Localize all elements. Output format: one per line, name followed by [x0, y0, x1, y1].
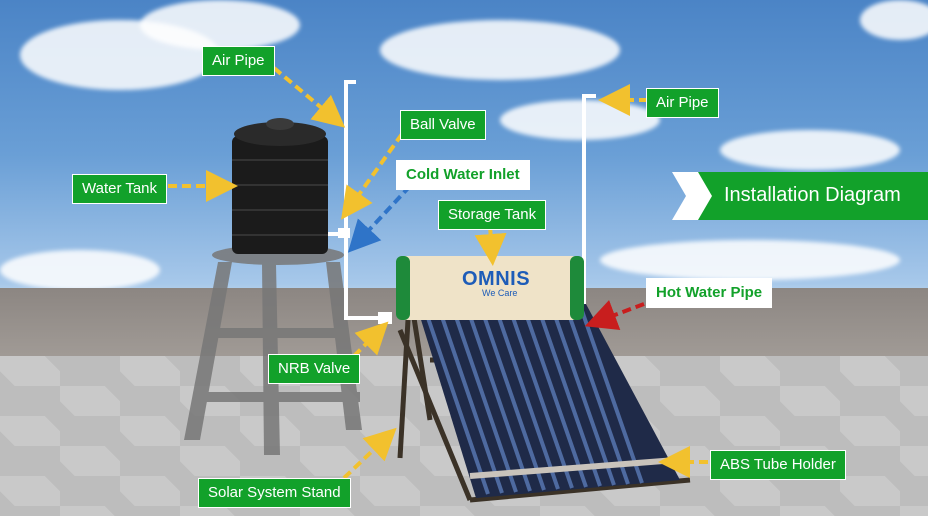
- tank-stand: [184, 245, 362, 455]
- cloud: [600, 240, 900, 280]
- label-nrb-valve: NRB Valve: [268, 354, 361, 384]
- water-tank: [232, 118, 328, 254]
- label-ball-valve: Ball Valve: [400, 110, 486, 140]
- label-water-tank: Water Tank: [72, 174, 168, 204]
- cloud: [380, 20, 620, 80]
- cloud: [0, 250, 160, 290]
- label-storage-tank: Storage Tank: [438, 200, 547, 230]
- cloud: [500, 100, 660, 140]
- banner-title: Installation Diagram: [724, 184, 901, 206]
- cloud: [860, 0, 928, 40]
- cloud: [720, 130, 900, 170]
- label-cold-water-inlet: Cold Water Inlet: [396, 160, 530, 190]
- label-hot-water-pipe: Hot Water Pipe: [646, 278, 773, 308]
- brand-logo: OMNIS: [462, 268, 531, 290]
- label-air-pipe-right: Air Pipe: [646, 88, 719, 118]
- brand-tagline: We Care: [482, 288, 518, 298]
- label-air-pipe-left: Air Pipe: [202, 46, 275, 76]
- cloud: [140, 0, 300, 50]
- storage-tank: [396, 256, 584, 320]
- label-abs-tube-holder: ABS Tube Holder: [710, 450, 846, 480]
- evacuated-tubes: [418, 304, 680, 498]
- label-solar-system-stand: Solar System Stand: [198, 478, 351, 508]
- callout-arrows: [168, 66, 708, 480]
